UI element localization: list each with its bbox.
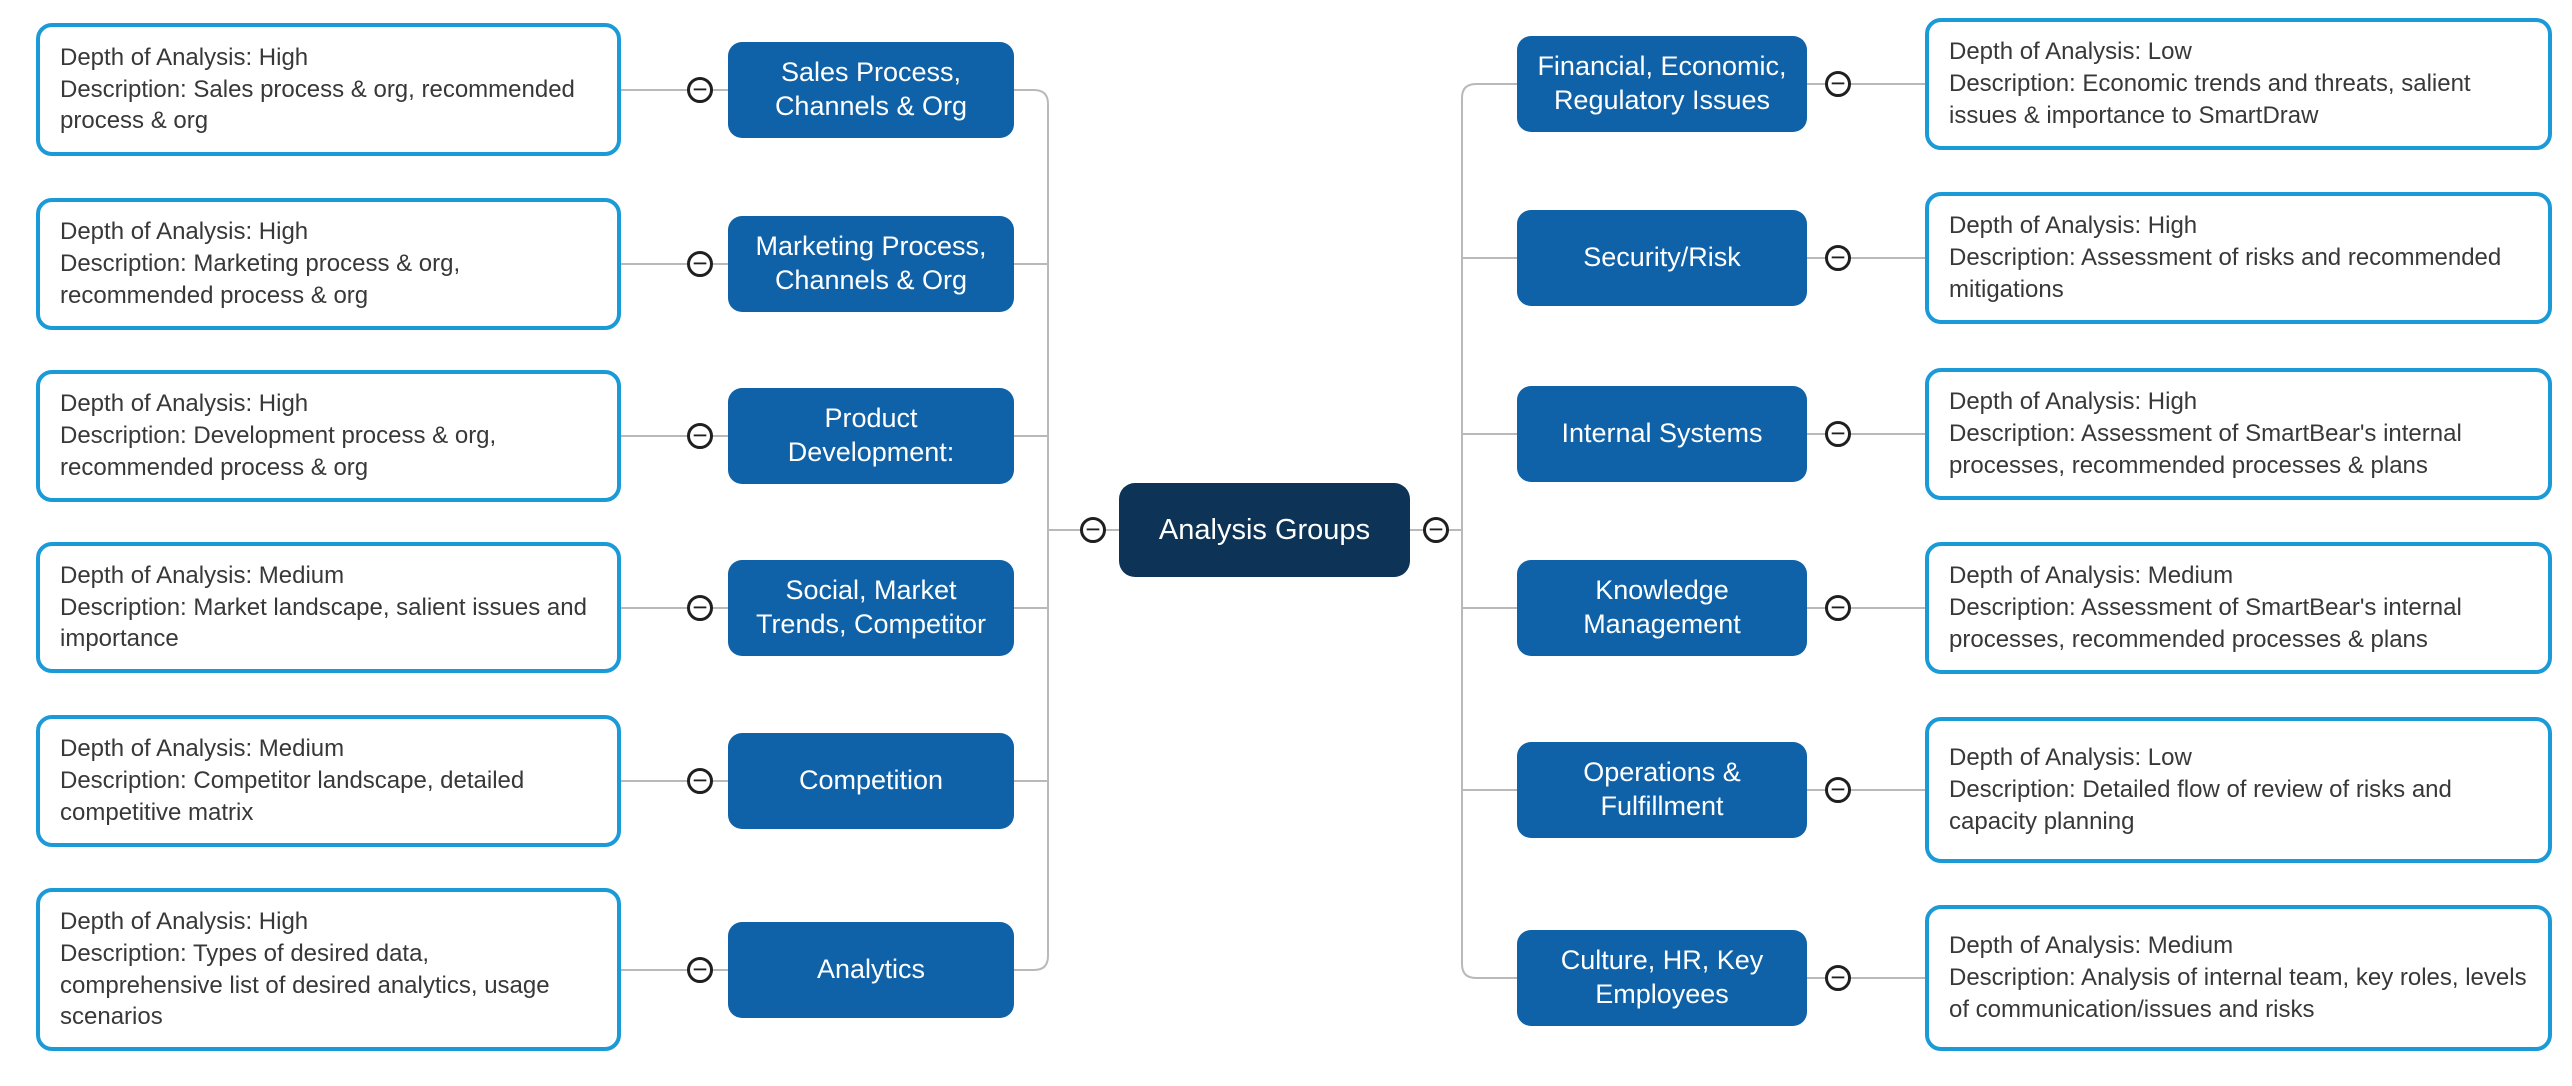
topic-box-internal-systems[interactable]: Internal Systems bbox=[1517, 386, 1807, 482]
topic-label: Product Development: bbox=[787, 403, 955, 467]
collapse-button-root-left[interactable]: − bbox=[1080, 513, 1106, 544]
collapse-button-sales[interactable]: − bbox=[687, 73, 713, 104]
detail-box-analytics[interactable]: Depth of Analysis: High Description: Typ… bbox=[36, 888, 621, 1051]
depth-line: Depth of Analysis: High bbox=[60, 390, 309, 418]
description-line: Description: Sales process & org, recomm… bbox=[60, 75, 575, 135]
depth-line: Depth of Analysis: Medium bbox=[60, 561, 345, 589]
detail-box-knowledge-management[interactable]: Depth of Analysis: Medium Description: A… bbox=[1925, 542, 2552, 674]
topic-label: Financial, Economic, Regulatory Issues bbox=[1537, 51, 1787, 115]
detail-box-operations-fulfillment[interactable]: Depth of Analysis: Low Description: Deta… bbox=[1925, 717, 2552, 863]
detail-box-marketing[interactable]: Depth of Analysis: High Description: Mar… bbox=[36, 198, 621, 330]
description-line: Description: Market landscape, salient i… bbox=[60, 593, 587, 653]
topic-label: Knowledge Management bbox=[1583, 575, 1741, 639]
collapse-button-financial-economic-regulatory[interactable]: − bbox=[1825, 67, 1851, 98]
topic-box-sales[interactable]: Sales Process, Channels & Org bbox=[728, 42, 1014, 138]
description-line: Description: Types of desired data, comp… bbox=[60, 939, 550, 1031]
collapse-button-operations-fulfillment[interactable]: − bbox=[1825, 773, 1851, 804]
topic-box-social-market-trends[interactable]: Social, Market Trends, Competitor bbox=[728, 560, 1014, 656]
depth-line: Depth of Analysis: High bbox=[1949, 212, 2198, 240]
description-line: Description: Assessment of SmartBear's i… bbox=[1949, 594, 2462, 653]
topic-box-competition[interactable]: Competition bbox=[728, 733, 1014, 829]
depth-line: Depth of Analysis: High bbox=[60, 43, 309, 71]
topic-label: Analytics bbox=[816, 954, 926, 985]
collapse-button-knowledge-management[interactable]: − bbox=[1825, 591, 1851, 622]
collapse-button-marketing[interactable]: − bbox=[687, 247, 713, 278]
root-label: Analysis Groups bbox=[1158, 513, 1371, 546]
depth-line: Depth of Analysis: Medium bbox=[1949, 932, 2234, 960]
depth-line: Depth of Analysis: Low bbox=[1949, 744, 2192, 772]
depth-line: Depth of Analysis: High bbox=[60, 218, 309, 246]
collapse-button-security-risk[interactable]: − bbox=[1825, 241, 1851, 272]
collapse-button-product-development[interactable]: − bbox=[687, 419, 713, 450]
topic-box-financial-economic-regulatory[interactable]: Financial, Economic, Regulatory Issues bbox=[1517, 36, 1807, 132]
topic-box-knowledge-management[interactable]: Knowledge Management bbox=[1517, 560, 1807, 656]
topic-label: Social, Market Trends, Competitor bbox=[755, 575, 987, 639]
minus-icon: − bbox=[1085, 513, 1101, 544]
minus-icon: − bbox=[1830, 961, 1846, 992]
topic-label: Operations & Fulfillment bbox=[1583, 757, 1741, 821]
topic-label: Culture, HR, Key Employees bbox=[1560, 945, 1764, 1009]
detail-box-product-development[interactable]: Depth of Analysis: High Description: Dev… bbox=[36, 370, 621, 502]
minus-icon: − bbox=[692, 419, 708, 450]
detail-box-financial-economic-regulatory[interactable]: Depth of Analysis: Low Description: Econ… bbox=[1925, 18, 2552, 150]
description-line: Description: Assessment of SmartBear's i… bbox=[1949, 420, 2462, 479]
topic-box-culture-hr-key-employees[interactable]: Culture, HR, Key Employees bbox=[1517, 930, 1807, 1026]
minus-icon: − bbox=[692, 953, 708, 984]
description-line: Description: Economic trends and threats… bbox=[1949, 70, 2471, 129]
topic-label: Marketing Process, Channels & Org bbox=[755, 231, 987, 295]
detail-box-sales[interactable]: Depth of Analysis: High Description: Sal… bbox=[36, 23, 621, 156]
topic-label: Competition bbox=[798, 765, 944, 796]
minus-icon: − bbox=[1428, 513, 1444, 544]
topic-box-security-risk[interactable]: Security/Risk bbox=[1517, 210, 1807, 306]
description-line: Description: Development process & org, … bbox=[60, 422, 497, 481]
topic-box-product-development[interactable]: Product Development: bbox=[728, 388, 1014, 484]
depth-line: Depth of Analysis: Medium bbox=[1949, 562, 2234, 590]
detail-box-social-market-trends[interactable]: Depth of Analysis: Medium Description: M… bbox=[36, 542, 621, 673]
detail-box-security-risk[interactable]: Depth of Analysis: High Description: Ass… bbox=[1925, 192, 2552, 324]
detail-box-competition[interactable]: Depth of Analysis: Medium Description: C… bbox=[36, 715, 621, 847]
minus-icon: − bbox=[692, 247, 708, 278]
collapse-button-root-right[interactable]: − bbox=[1423, 513, 1449, 544]
collapse-button-culture-hr-key-employees[interactable]: − bbox=[1825, 961, 1851, 992]
collapse-button-competition[interactable]: − bbox=[687, 764, 713, 795]
minus-icon: − bbox=[1830, 773, 1846, 804]
depth-line: Depth of Analysis: Low bbox=[1949, 38, 2192, 66]
topic-label: Security/Risk bbox=[1583, 242, 1741, 273]
topic-box-marketing[interactable]: Marketing Process, Channels & Org bbox=[728, 216, 1014, 312]
description-line: Description: Analysis of internal team, … bbox=[1949, 964, 2527, 1023]
root-node-analysis-groups[interactable]: Analysis Groups bbox=[1119, 483, 1410, 577]
collapse-button-analytics[interactable]: − bbox=[687, 953, 713, 984]
topic-box-operations-fulfillment[interactable]: Operations & Fulfillment bbox=[1517, 742, 1807, 838]
minus-icon: − bbox=[692, 591, 708, 622]
collapse-button-social-market-trends[interactable]: − bbox=[687, 591, 713, 622]
collapse-button-internal-systems[interactable]: − bbox=[1825, 417, 1851, 448]
description-line: Description: Marketing process & org, re… bbox=[60, 250, 461, 309]
description-line: Description: Detailed flow of review of … bbox=[1949, 776, 2452, 835]
depth-line: Depth of Analysis: High bbox=[60, 908, 309, 936]
detail-box-culture-hr-key-employees[interactable]: Depth of Analysis: Medium Description: A… bbox=[1925, 905, 2552, 1051]
description-line: Description: Competitor landscape, detai… bbox=[60, 767, 525, 826]
topic-box-analytics[interactable]: Analytics bbox=[728, 922, 1014, 1018]
minus-icon: − bbox=[1830, 417, 1846, 448]
detail-box-internal-systems[interactable]: Depth of Analysis: High Description: Ass… bbox=[1925, 368, 2552, 500]
topic-label: Internal Systems bbox=[1561, 418, 1763, 449]
depth-line: Depth of Analysis: Medium bbox=[60, 735, 345, 763]
minus-icon: − bbox=[692, 764, 708, 795]
description-line: Description: Assessment of risks and rec… bbox=[1949, 244, 2502, 303]
minus-icon: − bbox=[1830, 67, 1846, 98]
depth-line: Depth of Analysis: High bbox=[1949, 388, 2198, 416]
minus-icon: − bbox=[692, 73, 708, 104]
topic-label: Sales Process, Channels & Org bbox=[774, 57, 968, 121]
minus-icon: − bbox=[1830, 591, 1846, 622]
minus-icon: − bbox=[1830, 241, 1846, 272]
